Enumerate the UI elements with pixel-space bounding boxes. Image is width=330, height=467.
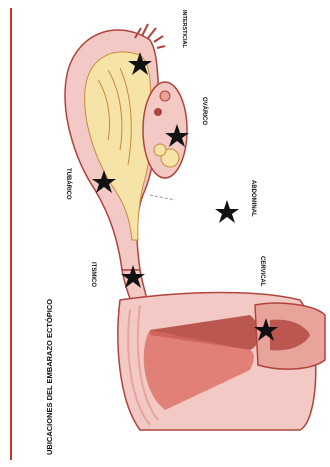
label-cervical: CERVICAL <box>259 256 265 287</box>
star-abdominal <box>215 200 239 223</box>
pointer-line <box>150 195 175 200</box>
ovary <box>143 82 187 178</box>
label-itsmico: ITSMICO <box>90 262 96 287</box>
label-ovarico: OVÁRICO <box>201 97 208 125</box>
label-intersticial: INTERSTICIAL <box>181 10 187 49</box>
label-abdominal: ABDOMINAL <box>250 180 256 217</box>
diagram-title: UBICACIONES DEL EMBARAZO ECTÓPICO <box>45 299 54 455</box>
cervix <box>255 303 325 369</box>
label-tubarico: TUBÁRICO <box>65 168 72 200</box>
